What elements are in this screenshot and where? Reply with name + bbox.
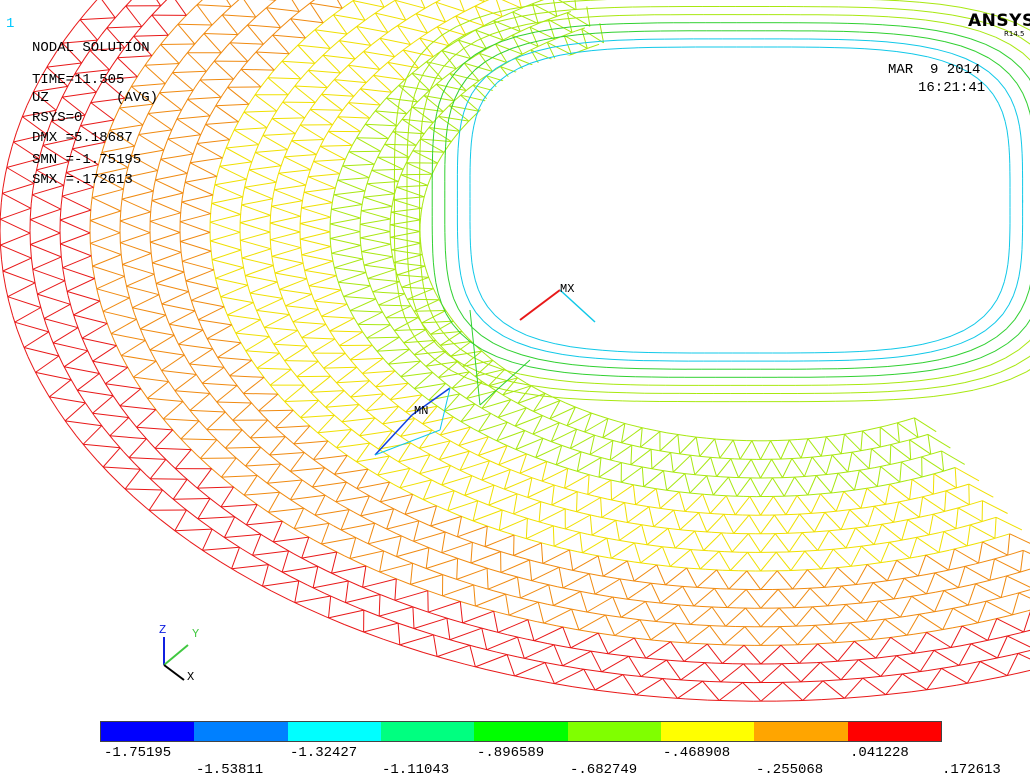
min-marker-label: MN: [414, 404, 429, 418]
legend-tick: -1.11043: [382, 762, 450, 778]
time-value: TIME=11.505: [32, 72, 125, 88]
legend-tick: -.255068: [756, 762, 824, 778]
triad-x-label: X: [187, 670, 195, 684]
legend-swatch: [847, 722, 941, 741]
legend-tick: -1.75195: [104, 745, 172, 761]
contour-legend-bar: [100, 721, 942, 742]
legend-swatch: [287, 722, 381, 741]
legend-swatch: [754, 722, 848, 741]
legend-tick: -1.53811: [196, 762, 264, 778]
legend-swatch: [101, 722, 195, 741]
legend-tick: -1.32427: [290, 745, 358, 761]
legend-tick: -.682749: [570, 762, 638, 778]
legend-swatch: [474, 722, 568, 741]
smn-value: SMN =-1.75195: [32, 152, 142, 168]
legend-swatch: [660, 722, 755, 741]
triad-y-label: Y: [192, 627, 200, 641]
date-stamp: MAR 9 2014: [888, 62, 981, 78]
max-marker-label: MX: [560, 282, 575, 296]
legend-tick: .172613: [942, 762, 1001, 778]
dmx-value: DMX =5.18687: [32, 130, 133, 146]
legend-swatch: [380, 722, 475, 741]
result-item: UZ (AVG): [32, 90, 159, 106]
legend-swatch: [567, 722, 661, 741]
rsys-value: RSYS=0: [32, 110, 83, 126]
legend-tick: -.468908: [663, 745, 731, 761]
legend-tick: -.896589: [477, 745, 545, 761]
ansys-logo: ANSYS: [968, 11, 1030, 31]
release-label: R14.5: [1004, 30, 1025, 38]
legend-tick: .041228: [850, 745, 909, 761]
plot-title: NODAL SOLUTION: [32, 40, 150, 56]
legend-swatch: [194, 722, 288, 741]
time-stamp: 16:21:41: [918, 80, 986, 96]
triad-icon: [163, 637, 189, 681]
triad-z-label: Z: [159, 623, 167, 637]
window-number: 1: [6, 16, 15, 32]
smx-value: SMX =.172613: [32, 172, 133, 188]
axis-triad: Z Y X: [150, 623, 210, 690]
